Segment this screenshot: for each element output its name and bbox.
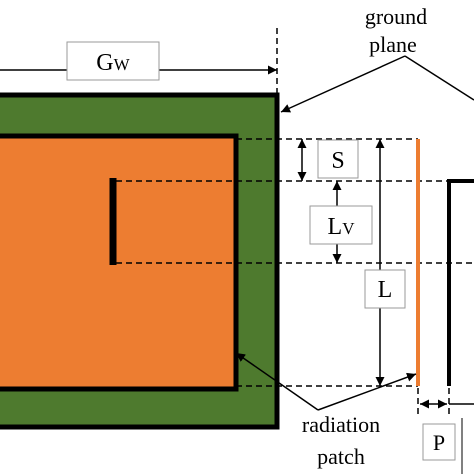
lv-label-box (309, 205, 373, 245)
radiation-patch-label: radiation (302, 412, 380, 437)
p-label-box (422, 423, 456, 461)
radiation-callout-arrow (235, 352, 319, 411)
radiation-callout-arrow-2 (317, 372, 417, 411)
ground-plane-label-2: plane (369, 32, 417, 57)
s-label-box (317, 139, 359, 179)
gw-label-box (66, 41, 160, 81)
ground-plane-callout-arrow (280, 55, 406, 113)
ground-plane-label: ground (365, 4, 427, 29)
l-label-box (364, 269, 406, 309)
ground-plane-callout-arrow-2 (404, 55, 474, 101)
l-label: L (378, 277, 393, 303)
lv-label: LV (328, 214, 356, 240)
p-label: P (433, 430, 445, 455)
dashed-guides (116, 28, 474, 418)
radiation-patch-label-2: patch (317, 444, 365, 469)
gw-label: GW (96, 50, 130, 76)
s-label: S (331, 148, 344, 174)
side-view-ground (447, 179, 474, 386)
